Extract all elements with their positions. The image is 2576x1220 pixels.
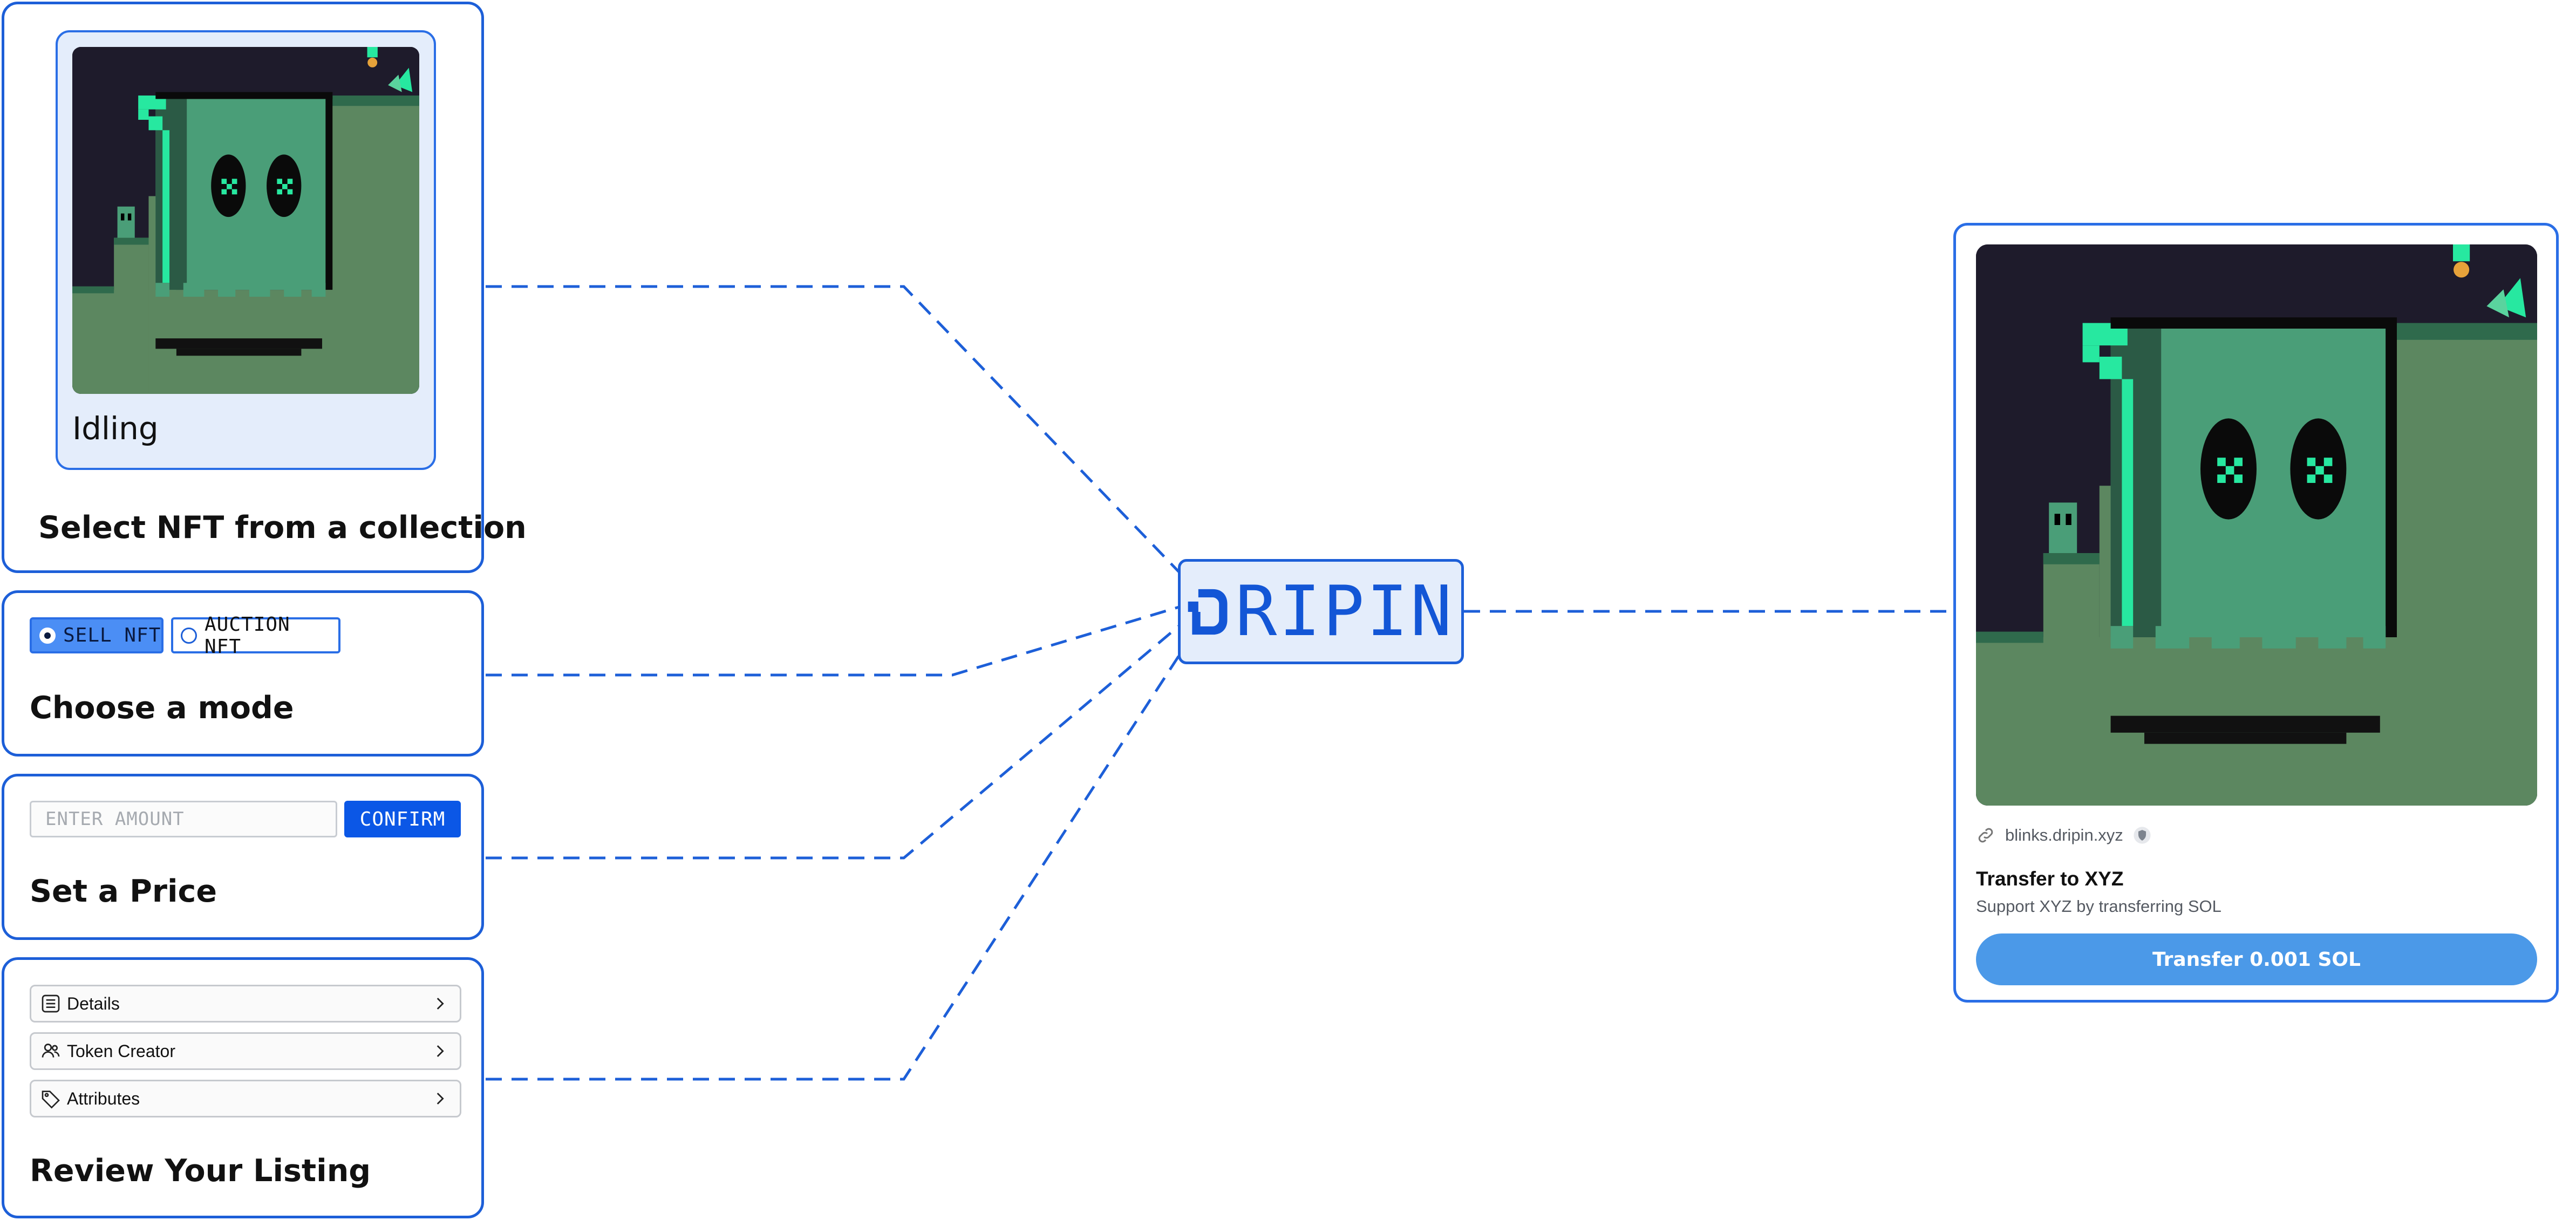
token-creator-row[interactable]: Token Creator bbox=[30, 1032, 461, 1070]
shield-icon bbox=[2134, 827, 2151, 844]
step-title: Choose a mode bbox=[30, 690, 294, 726]
radio-selected-icon bbox=[39, 627, 56, 644]
step-title: Set a Price bbox=[30, 874, 217, 909]
option-label: AUCTION NFT bbox=[205, 613, 290, 658]
chevron-right-icon bbox=[437, 998, 444, 1010]
step-title: Review Your Listing bbox=[30, 1153, 371, 1189]
blink-description: Support XYZ by transferring SOL bbox=[1976, 897, 2221, 916]
step-choose-mode-panel: SELL NFT AUCTION NFT Choose a mode bbox=[2, 590, 484, 756]
dripin-d-icon bbox=[1188, 589, 1228, 635]
tag-icon bbox=[42, 1090, 60, 1109]
chevron-right-icon bbox=[437, 1045, 444, 1057]
connector-review bbox=[486, 655, 1181, 1081]
transfer-button[interactable]: Transfer 0.001 SOL bbox=[1976, 933, 2537, 985]
blink-image bbox=[1976, 244, 2537, 806]
row-label: Token Creator bbox=[67, 1041, 175, 1061]
confirm-button[interactable]: CONFIRM bbox=[344, 801, 461, 837]
chevron-right-icon bbox=[437, 1093, 444, 1105]
users-icon bbox=[42, 1044, 60, 1058]
row-label: Details bbox=[67, 993, 120, 1013]
attributes-row[interactable]: Attributes bbox=[30, 1080, 461, 1117]
list-icon bbox=[42, 994, 60, 1013]
step-select-nft-panel: Idling Select NFT from a collection bbox=[2, 2, 527, 573]
step-set-price-panel: CONFIRM Set a Price bbox=[2, 774, 484, 940]
step-title: Select NFT from a collection bbox=[38, 510, 527, 546]
link-icon bbox=[1978, 828, 1993, 843]
option-label: SELL NFT bbox=[63, 624, 161, 646]
nft-image bbox=[72, 47, 419, 394]
blink-title: Transfer to XYZ bbox=[1976, 868, 2124, 890]
blink-preview-card: blinks.dripin.xyz Transfer to XYZ Suppor… bbox=[1953, 223, 2559, 1003]
connector-price bbox=[486, 625, 1180, 860]
connector-select bbox=[486, 285, 1180, 573]
dripin-logo-hub: RIPIN bbox=[1178, 559, 1464, 664]
sell-nft-option[interactable]: SELL NFT bbox=[30, 617, 163, 653]
amount-input[interactable] bbox=[30, 801, 337, 837]
details-row[interactable]: Details bbox=[30, 985, 461, 1023]
nft-name: Idling bbox=[72, 410, 159, 447]
row-label: Attributes bbox=[67, 1088, 140, 1108]
connector-mode bbox=[486, 605, 1180, 677]
blink-domain-row: blinks.dripin.xyz bbox=[1976, 826, 2151, 845]
nft-card[interactable]: Idling bbox=[56, 30, 436, 470]
logo-text: RIPIN bbox=[1235, 571, 1454, 652]
auction-nft-option[interactable]: AUCTION NFT bbox=[171, 614, 340, 658]
blink-domain[interactable]: blinks.dripin.xyz bbox=[2005, 826, 2123, 844]
radio-unselected-icon bbox=[181, 627, 197, 644]
step-review-listing-panel: Details Token Creator Attributes Review … bbox=[2, 957, 484, 1218]
